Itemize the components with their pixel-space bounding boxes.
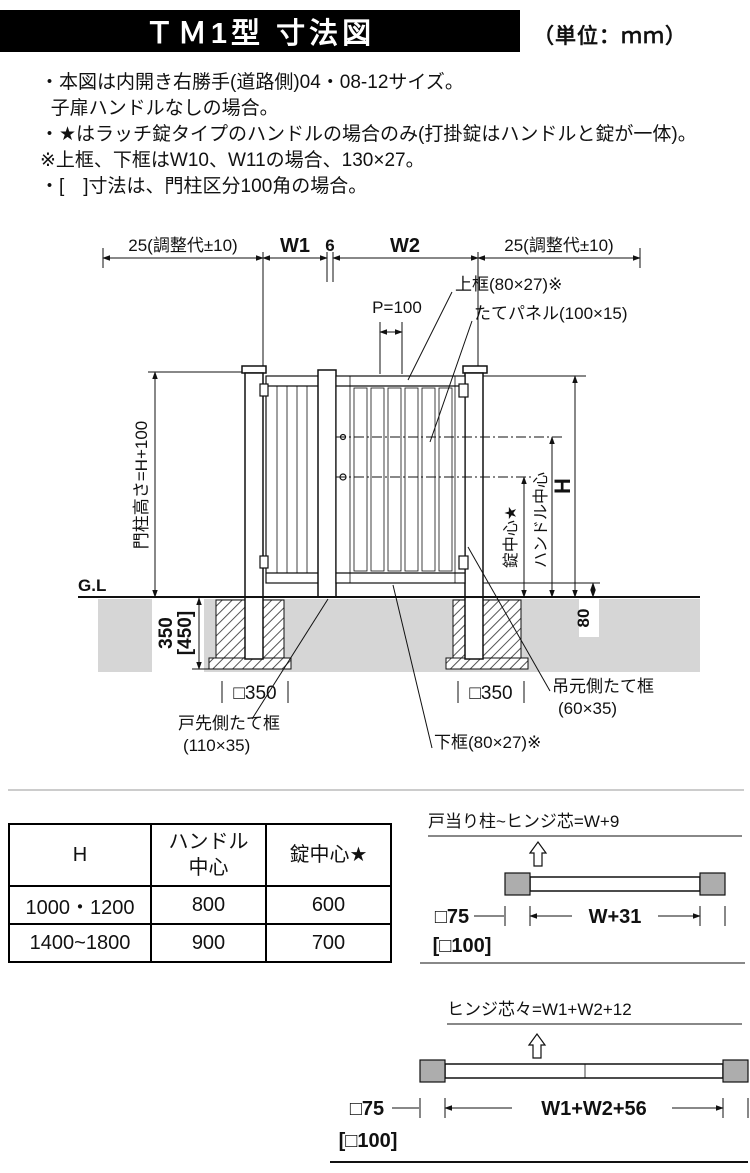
note-line: ・[ ]寸法は、門柱区分100角の場合。 <box>40 176 368 197</box>
bottom-rail-label: 下框(80×27)※ <box>434 733 541 752</box>
cell-h-range: 1400~1800 <box>8 923 152 963</box>
dim-pitch-label: P=100 <box>372 298 422 317</box>
table-header-handle-line1: ハンドル <box>168 831 249 853</box>
header-bar: ＴＭ1型 寸法図 <box>0 10 520 52</box>
single-width-dim-label: W+31 <box>589 906 642 928</box>
table-header-handle-line2: 中心 <box>188 857 229 879</box>
hinge-icon <box>259 383 269 397</box>
table-header-h: H <box>8 823 152 887</box>
gate-posts <box>241 365 488 660</box>
single-width-formula-label: 戸当り柱~ヒンジ芯=W+9 <box>428 812 619 831</box>
lock-center-label: 錠中心★ <box>502 506 520 568</box>
dim-350-label: 350 <box>156 617 177 649</box>
notes-section: ・本図は内開き右勝手(道路側)04・08-12サイズ。 子扉ハンドルなしの場合。… <box>40 70 697 200</box>
post-100-label: [□100] <box>339 1130 398 1152</box>
note-line: 子扉ハンドルなしの場合。 <box>40 98 279 119</box>
width-diagram-single: 戸当り柱~ヒンジ芯=W+9 □75 W+31 [□100] <box>420 812 745 964</box>
double-width-dim-label: W1+W2+56 <box>541 1098 647 1120</box>
table-row: 1400~1800 900 700 <box>8 923 392 963</box>
cell-lock-height: 700 <box>265 923 392 963</box>
post-100-label: [□100] <box>433 935 492 957</box>
latch-stile-size-label: (110×35) <box>183 736 250 755</box>
cell-h-range: 1000・1200 <box>8 885 152 925</box>
cell-lock-height: 600 <box>265 885 392 925</box>
dim-h-label: H <box>550 478 575 494</box>
hinge-icon <box>458 383 469 398</box>
dim-adjust-left-label: 25(調整代±10) <box>128 236 237 255</box>
cell-handle-height: 800 <box>150 885 267 925</box>
handle-center-label: ハンドル中心 <box>532 472 550 568</box>
gate-leaves <box>259 369 469 598</box>
dim-w2-label: W2 <box>390 235 420 257</box>
table-header-handle: ハンドル 中心 <box>150 823 267 887</box>
table-row: 1000・1200 800 600 <box>8 885 392 925</box>
post-75-label: □75 <box>435 906 469 928</box>
post-height-label: 門柱高さ=H+100 <box>132 421 151 550</box>
hinge-icon <box>458 555 469 570</box>
top-rail-label: 上框(80×27)※ <box>455 275 562 294</box>
width-diagram-double: ヒンジ芯々=W1+W2+12 □75 W1+W2+56 [□100] <box>330 1000 749 1163</box>
hinge-stile-label: 吊元側たて框 <box>552 677 654 696</box>
dim-450-label: [450] <box>175 611 196 655</box>
up-arrow-icon <box>527 1032 547 1059</box>
page-title: ＴＭ1型 寸法図 <box>144 18 376 50</box>
dimension-table: H ハンドル 中心 錠中心★ 1000・1200 800 600 1400~18… <box>8 823 392 963</box>
note-line: ※上框、下框はW10、W11の場合、130×27。 <box>40 150 425 171</box>
up-arrow-icon <box>528 840 548 867</box>
double-width-formula-label: ヒンジ芯々=W1+W2+12 <box>447 1000 632 1019</box>
hinge-stile-size-label: (60×35) <box>558 699 617 718</box>
unit-label: （単位：ｍｍ） <box>533 25 687 48</box>
post-75-label: □75 <box>350 1098 384 1120</box>
hinge-icon <box>259 555 269 569</box>
cell-handle-height: 900 <box>150 923 267 963</box>
vertical-panel-label: たてパネル(100×15) <box>474 304 628 323</box>
footing-350-right-label: □350 <box>469 683 512 704</box>
table-header-lock: 錠中心★ <box>265 823 392 887</box>
footing-350-left-label: □350 <box>233 683 276 704</box>
dim-80-label: 80 <box>574 609 593 628</box>
dim-gap6-label: 6 <box>325 236 334 255</box>
dimension-lines <box>102 248 641 749</box>
note-line: ・★はラッチ錠タイプのハンドルの場合のみ(打掛錠はハンドルと錠が一体)。 <box>40 124 697 145</box>
dim-w1-label: W1 <box>280 235 310 257</box>
dim-adjust-right-label: 25(調整代±10) <box>504 236 613 255</box>
latch-stile-label: 戸先側たて框 <box>178 714 280 733</box>
note-line: ・本図は内開き右勝手(道路側)04・08-12サイズ。 <box>40 72 464 93</box>
ground-level-label: G.L <box>78 576 106 595</box>
